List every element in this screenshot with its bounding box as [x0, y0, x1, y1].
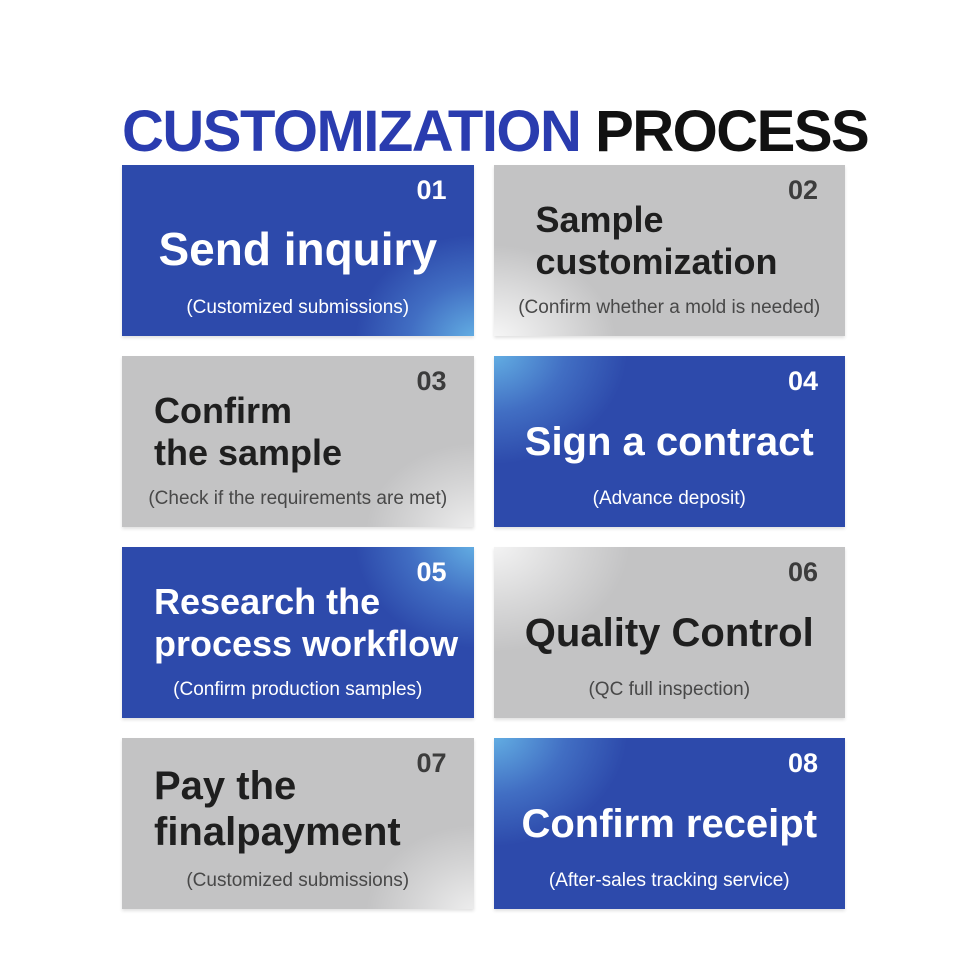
step-subtitle: (Confirm production samples) [173, 679, 423, 701]
step-title: Quality Control [506, 610, 834, 656]
step-title-line: Sample [535, 198, 664, 240]
step-title-line: finalpayment [154, 809, 401, 854]
process-card-3: 03 Confirm the sample (Check if the requ… [122, 356, 474, 527]
step-title-line: Confirm receipt [521, 801, 818, 846]
page-title-rest: PROCESS [595, 98, 870, 164]
step-number: 08 [787, 748, 818, 778]
step-title-line: Quality Control [524, 610, 814, 655]
page-title-accent: CUSTOMIZATION [122, 98, 582, 164]
process-card-7: 07 Pay the finalpayment (Customized subm… [122, 738, 474, 909]
step-number: 06 [787, 557, 818, 587]
step-title-line: process workflow [154, 622, 459, 664]
step-title: Confirm receipt [506, 801, 834, 847]
process-cards-grid: 01 Send inquiry (Customized submissions)… [122, 165, 845, 909]
step-subtitle: (Customized submissions) [186, 870, 410, 892]
step-subtitle: (Check if the requirements are met) [148, 488, 448, 510]
process-card-1: 01 Send inquiry (Customized submissions) [122, 165, 474, 336]
step-title-line: Confirm [154, 389, 292, 431]
step-title-line: Sign a contract [524, 419, 814, 464]
process-card-4: 04 Sign a contract (Advance deposit) [493, 356, 845, 527]
step-title: Confirm the sample [134, 390, 462, 474]
step-number: 07 [416, 748, 447, 778]
process-card-8: 08 Confirm receipt (After-sales tracking… [493, 738, 845, 909]
step-title-line: customization [535, 240, 778, 282]
step-title-line: the sample [154, 431, 343, 473]
step-title-line: Research the [154, 580, 381, 622]
step-number: 03 [416, 366, 447, 396]
step-number: 04 [787, 366, 818, 396]
step-title-line: Send inquiry [158, 222, 438, 275]
process-card-2: 02 Sample customization (Confirm whether… [493, 165, 845, 336]
step-number: 05 [416, 557, 447, 587]
step-title: Pay the finalpayment [134, 763, 462, 856]
step-title: Research the process workflow [134, 581, 462, 665]
step-subtitle: (Customized submissions) [186, 297, 410, 319]
page-title: CUSTOMIZATION PROCESS [122, 102, 870, 161]
step-subtitle: (QC full inspection) [588, 679, 751, 701]
step-subtitle: (After-sales tracking service) [548, 870, 790, 892]
step-title: Sign a contract [506, 419, 834, 465]
step-subtitle: (Advance deposit) [592, 488, 746, 510]
step-number: 01 [416, 175, 447, 205]
step-title: Sample customization [506, 199, 834, 283]
process-card-6: 06 Quality Control (QC full inspection) [493, 547, 845, 718]
process-card-5: 05 Research the process workflow (Confir… [122, 547, 474, 718]
step-subtitle: (Confirm whether a mold is needed) [518, 297, 821, 319]
step-title: Send inquiry [134, 223, 462, 276]
step-title-line: Pay the [154, 763, 297, 808]
step-number: 02 [787, 175, 818, 205]
